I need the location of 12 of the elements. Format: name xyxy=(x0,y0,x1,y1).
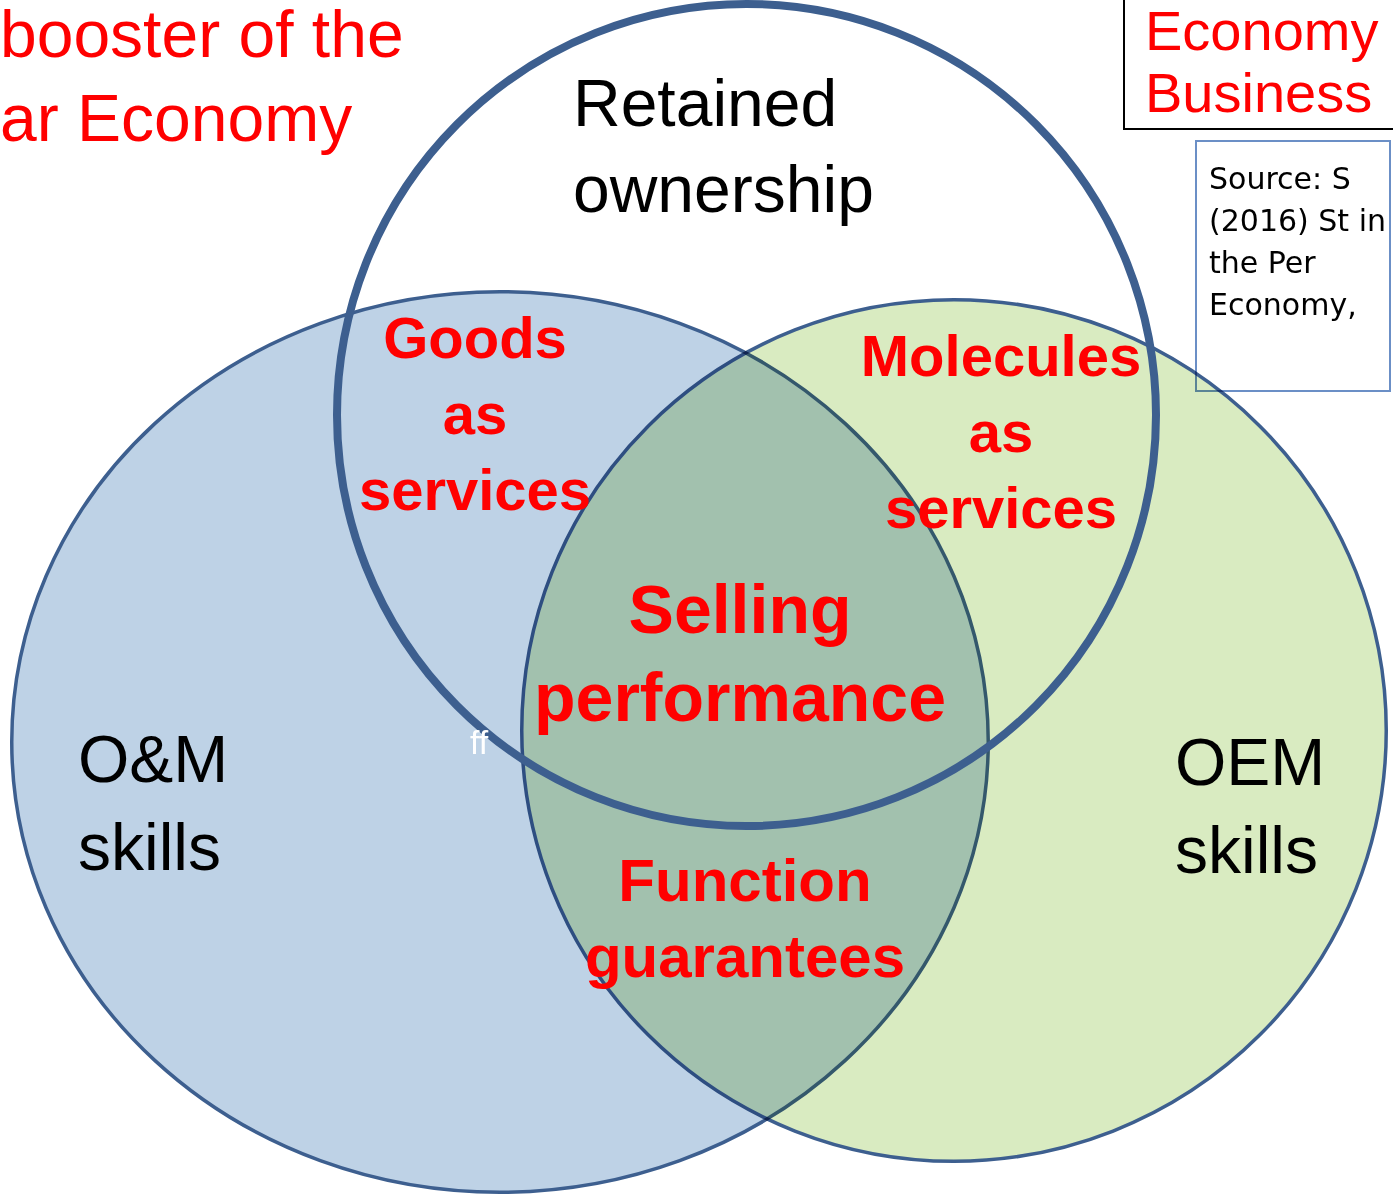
title-text: booster of the ar Economy xyxy=(0,0,405,157)
circle-label: OEM skills xyxy=(1175,724,1327,889)
source-text: Source: S (2016) St in the Per Economy, xyxy=(1209,160,1387,324)
source-box xyxy=(1195,140,1391,392)
overlap-label: Goods as services xyxy=(357,304,593,524)
circle-label: O&M skills xyxy=(78,721,230,886)
overlap-label: Selling performance xyxy=(533,570,947,737)
heading-text: Economy Business xyxy=(1145,0,1380,124)
overlap-label: Function guarantees xyxy=(583,846,907,992)
circle-label: Retained ownership xyxy=(573,65,875,228)
heading-box xyxy=(1123,0,1393,130)
faint-text: ff xyxy=(470,722,490,762)
